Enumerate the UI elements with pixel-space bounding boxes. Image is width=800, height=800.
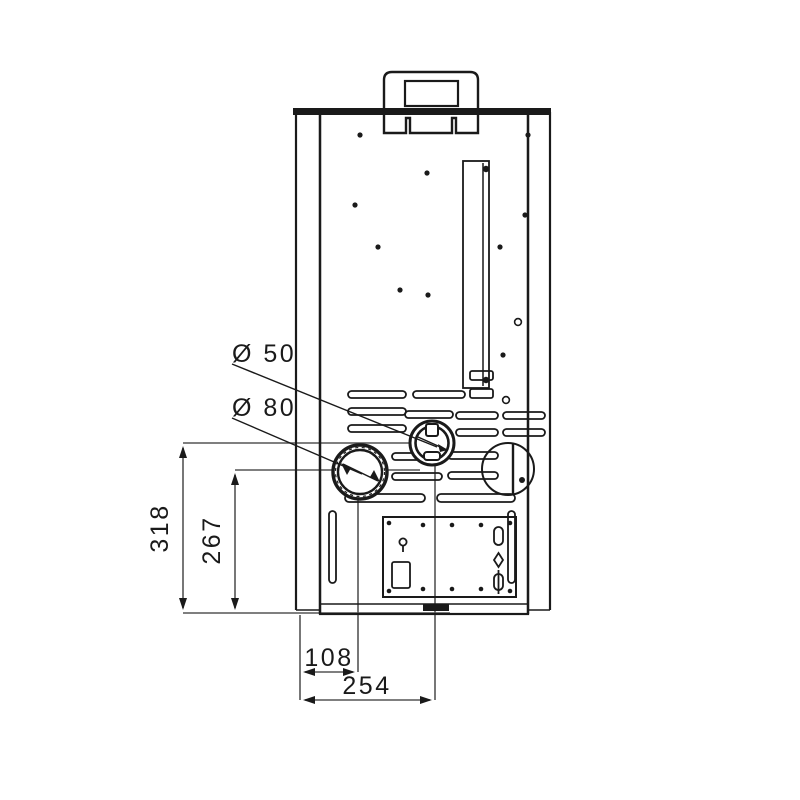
callout-dia-80-label: Ø 80: [232, 394, 296, 422]
panel-screw-br: [507, 588, 513, 594]
bottom-service-panel: [382, 516, 517, 598]
vent-hood-outline: [382, 70, 480, 110]
right-port-circle: [481, 442, 535, 496]
open-hole-2: [501, 395, 511, 405]
panel-screw-b1: [420, 586, 426, 592]
rivet-8: [397, 287, 403, 293]
open-hole-1: [513, 317, 523, 327]
rivet-9: [425, 292, 431, 298]
panel-screw-t1: [420, 522, 426, 528]
panel-screw-bl: [386, 588, 392, 594]
slot-l1: [347, 390, 407, 399]
slot-low4: [447, 471, 499, 480]
exhaust-port-tab-bottom: [423, 451, 441, 461]
intake-port-dia-arrow-right: [370, 470, 380, 482]
intake-port-inner-ring: [336, 448, 384, 496]
service-panel-outline: [382, 516, 517, 598]
panel-screw-tr: [507, 520, 513, 526]
rivet-4: [352, 202, 358, 208]
exhaust-port-group: [408, 419, 456, 467]
bracket-screw-top: [482, 165, 490, 173]
dimension-label-318: 318: [146, 503, 174, 552]
arrow-318-top: [179, 446, 187, 458]
vent-hood-aperture: [403, 79, 460, 108]
panel-diamond: [492, 551, 505, 569]
slot-rm3: [455, 428, 499, 437]
face-rivets: [352, 132, 531, 358]
panel-screw-tl: [386, 520, 392, 526]
leader-dia-50: [231, 363, 438, 448]
intake-port-dia-line: [342, 463, 379, 482]
slot-bl1: [344, 493, 426, 503]
slot-rs2: [469, 388, 494, 399]
arrow-267-top: [231, 473, 239, 485]
rivet-5: [522, 212, 528, 218]
callout-dia-50-label: Ø 50: [232, 340, 296, 368]
dimension-label-267: 267: [198, 515, 226, 564]
foot-tab: [423, 604, 449, 611]
panel-screw-b2: [449, 586, 455, 592]
arrow-254-right: [420, 696, 432, 704]
intake-port-group: [331, 443, 389, 501]
arrow-108-right: [343, 668, 355, 676]
dimension-label-254: 254: [342, 672, 391, 700]
slot-bank-bottom-long: [344, 493, 516, 503]
slot-rm1: [455, 411, 499, 420]
callout-leaders: [231, 363, 438, 475]
panel-hole-round: [398, 537, 408, 547]
right-port-dot: [519, 477, 525, 483]
panel-screw-t2: [449, 522, 455, 528]
panel-screw-t3: [478, 522, 484, 528]
face-open-holes: [501, 317, 523, 405]
dimension-lines: [179, 442, 450, 704]
arrow-267-bottom: [231, 598, 239, 610]
front-face-panel: [318, 110, 530, 616]
slot-low2: [391, 472, 443, 481]
slot-vert-left: [328, 510, 337, 584]
slot-bank-right-middle: [455, 411, 546, 437]
intake-port-knurl: [334, 446, 386, 498]
rivet-6: [375, 244, 381, 250]
slot-rm4: [502, 428, 546, 437]
rivet-1: [357, 132, 363, 138]
arrow-318-bottom: [179, 598, 187, 610]
slot-bank-center-top: [404, 390, 466, 419]
panel-slot-upper: [493, 526, 504, 546]
vent-hood: [382, 70, 480, 135]
right-bracket-strip: [462, 160, 490, 389]
slot-c2: [404, 410, 454, 419]
arrow-108-left: [303, 668, 315, 676]
dimension-label-108: 108: [304, 644, 353, 672]
rivet-10: [500, 352, 506, 358]
slot-c1: [412, 390, 466, 399]
slot-bl2: [436, 493, 516, 503]
panel-screw-b3: [478, 586, 484, 592]
right-port-group: [481, 442, 535, 496]
panel-rect-cutout: [391, 561, 411, 589]
slot-bank-right-small: [469, 370, 494, 399]
rivet-2: [525, 132, 531, 138]
rivet-3: [424, 170, 430, 176]
vent-hood-skirt: [382, 110, 480, 135]
slot-rs1: [469, 370, 494, 381]
appliance-body: [293, 70, 552, 616]
bottom-foot-tab: [423, 604, 449, 611]
rivet-7: [497, 244, 503, 250]
service-panel-screws: [386, 520, 513, 594]
exhaust-port-dia-arrow: [438, 444, 448, 452]
exhaust-port-tab-top: [425, 423, 439, 437]
bracket-strip-outline: [462, 160, 490, 389]
leader-dia-80: [231, 417, 363, 475]
slot-l3: [347, 424, 407, 433]
slot-rm2: [502, 411, 546, 420]
arrow-254-left: [303, 696, 315, 704]
